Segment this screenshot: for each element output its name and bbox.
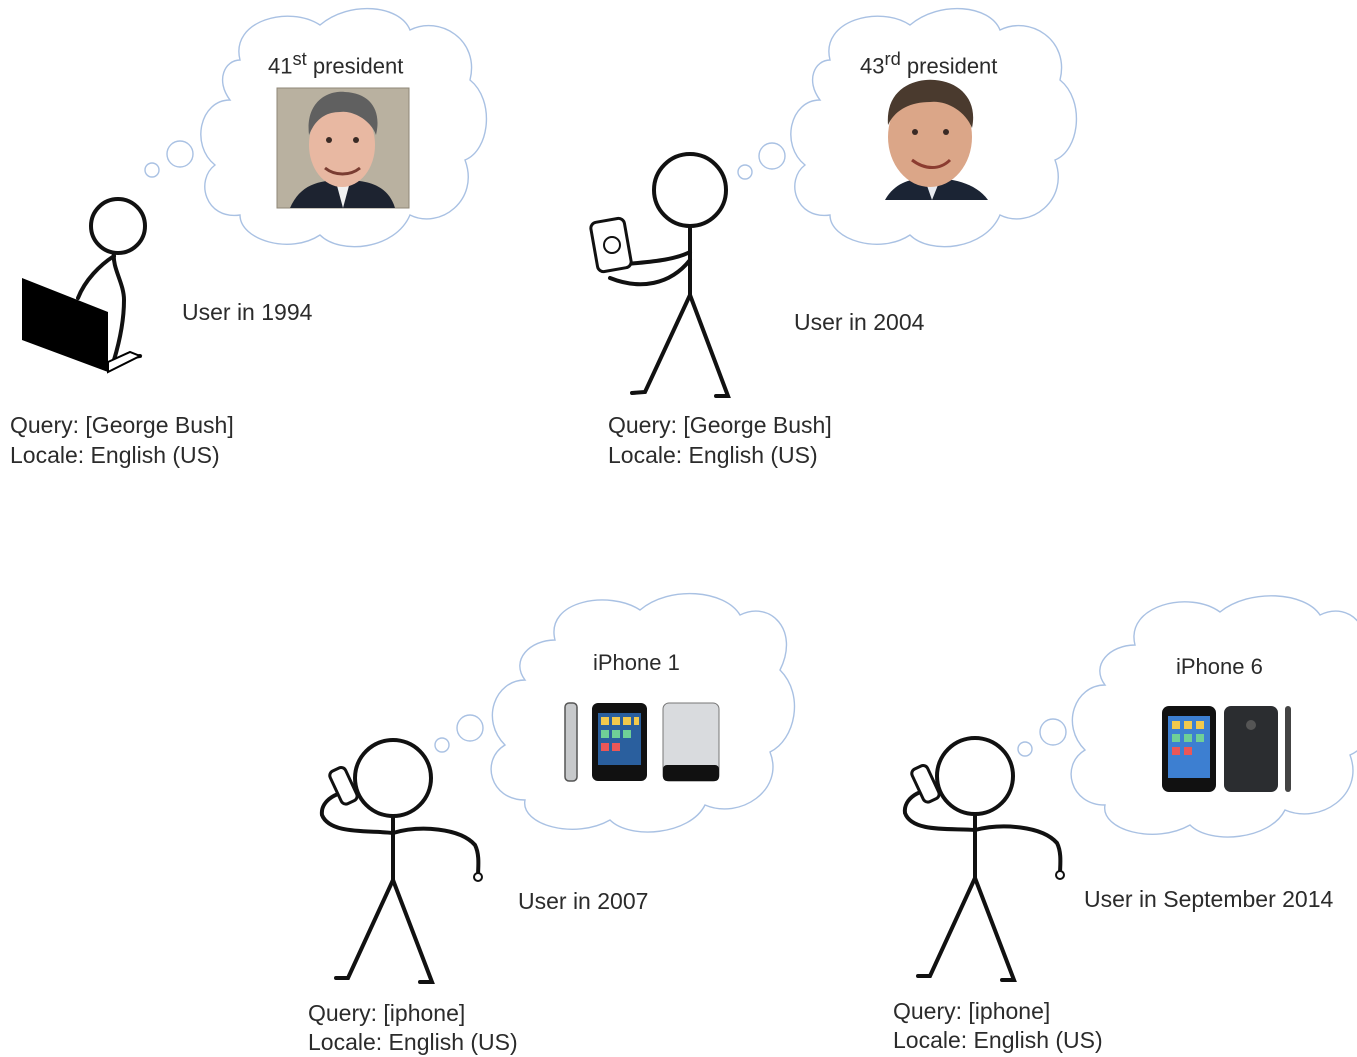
user-label-2004: User in 2004 (794, 309, 925, 335)
thought-title-2: 43rd president (860, 48, 998, 79)
stick-figure-laptop-user (76, 197, 147, 362)
query-3: Query: [iphone] (308, 1000, 466, 1026)
laptop-icon (22, 278, 143, 374)
query-2: Query: [George Bush] (608, 412, 832, 438)
photo-41st-president (276, 87, 410, 209)
thought-title-4: iPhone 6 (1176, 654, 1263, 679)
mobile-phone-icon (589, 216, 633, 274)
user-label-1994: User in 1994 (182, 299, 313, 325)
user-label-2007: User in 2007 (518, 888, 649, 914)
locale-2: Locale: English (US) (608, 442, 818, 468)
iphone-1-images (564, 702, 720, 782)
hand-dot (473, 872, 483, 882)
iphone-6-images (1162, 706, 1291, 792)
locale-1: Locale: English (US) (10, 442, 220, 468)
stick-figure-call-user-2014 (902, 736, 1063, 982)
phone-at-ear-icon (328, 766, 359, 806)
locale-4: Locale: English (US) (893, 1027, 1103, 1053)
phone-at-ear-icon-2 (910, 764, 941, 804)
query-1: Query: [George Bush] (10, 412, 234, 438)
thought-title-1: 41st president (268, 48, 404, 79)
user-label-2014: User in September 2014 (1084, 886, 1334, 912)
hand-dot-2 (1055, 870, 1065, 880)
locale-3: Locale: English (US) (308, 1029, 518, 1055)
photo-43rd-president (885, 79, 988, 200)
thought-title-3: iPhone 1 (593, 650, 680, 675)
stick-figure-call-user-2007 (319, 738, 481, 984)
stick-figure-phone-user (608, 152, 731, 398)
query-4: Query: [iphone] (893, 998, 1051, 1024)
